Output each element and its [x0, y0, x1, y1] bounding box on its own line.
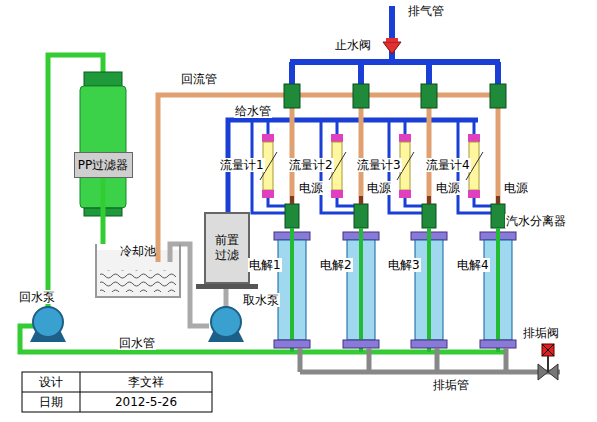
part-label: 电源	[435, 181, 461, 195]
cooling-pool: 冷却池	[95, 244, 181, 298]
pipe-connector	[101, 178, 106, 244]
node-text: 冷却池	[120, 244, 156, 259]
part-label: 取水泵	[242, 293, 280, 307]
part-label: 给水管	[234, 104, 272, 118]
part-label: 排垢阀	[522, 326, 560, 340]
part-label: 回水泵	[18, 290, 56, 304]
part-label: 流量计1	[219, 158, 265, 172]
part-label: 回水管	[118, 336, 156, 350]
part-label: 电解1	[248, 258, 282, 272]
part-label: 流量计3	[356, 158, 402, 172]
part-label: 回流管	[180, 72, 218, 86]
filter-box: PP过滤器	[74, 152, 133, 178]
part-label: 电解4	[456, 258, 490, 272]
part-label: 止水阀	[334, 38, 372, 52]
part-label: 电源	[366, 181, 392, 195]
table-cell: 2012-5-26	[80, 392, 212, 412]
part-label: 电解3	[387, 258, 421, 272]
part-label: 排垢管	[432, 378, 470, 392]
part-label: 电源	[503, 181, 529, 195]
part-label: 排气管	[407, 4, 445, 18]
part-label: 流量计2	[288, 158, 334, 172]
node-text: PP过滤器	[78, 158, 128, 173]
part-label: 汽水分离器	[505, 214, 567, 228]
table-cell: 李文祥	[80, 372, 212, 392]
part-label: 电源	[298, 181, 324, 195]
prefilter-box: 前置过滤	[204, 212, 250, 284]
table-cell: 日期	[22, 392, 80, 412]
table-cell: 设计	[22, 372, 80, 392]
node-text: 前置过滤	[215, 233, 239, 263]
part-label: 电解2	[319, 258, 353, 272]
part-label: 流量计4	[425, 158, 471, 172]
